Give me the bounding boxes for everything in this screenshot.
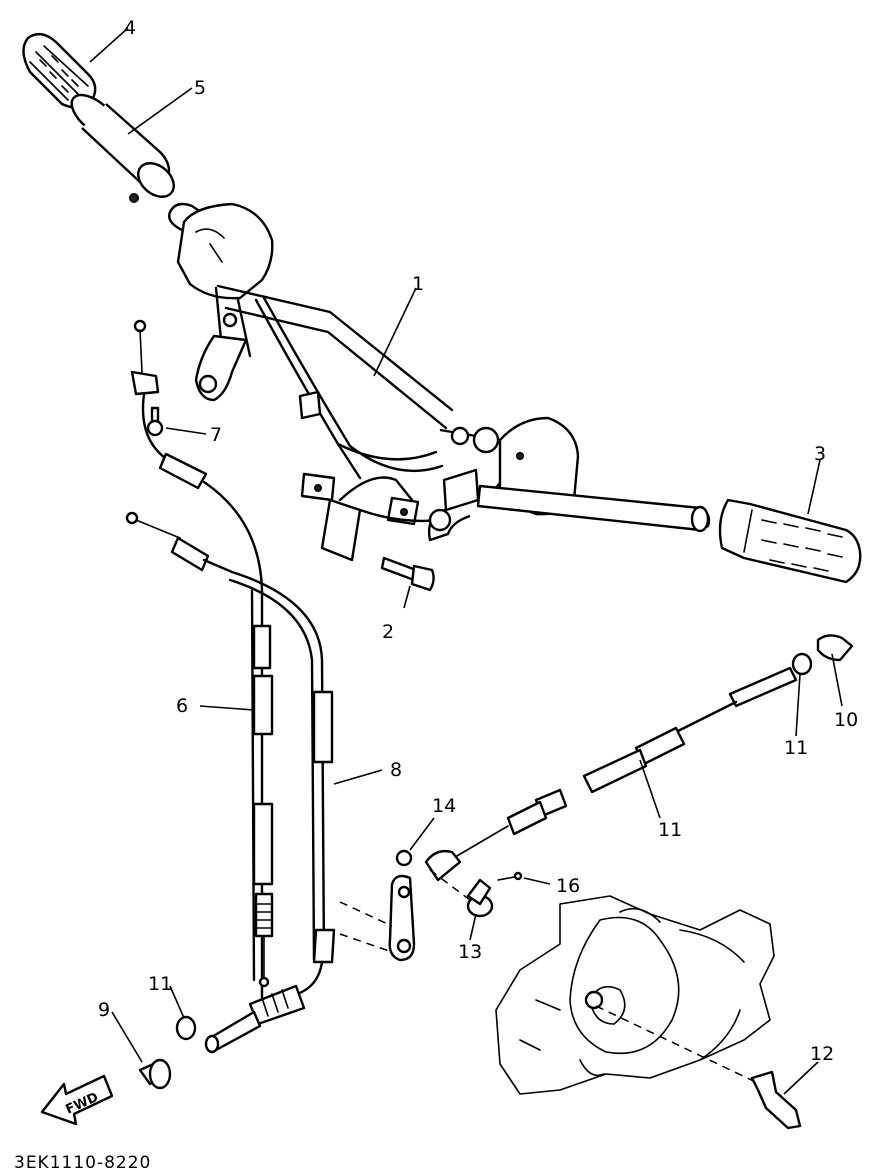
callout-11-left: 11 [148, 973, 172, 995]
callout-2: 2 [382, 621, 394, 643]
adjuster-part-9 [138, 1058, 172, 1090]
adjuster-part-10 [816, 634, 854, 662]
callout-14: 13 [458, 941, 482, 963]
leader-lines [89, 27, 843, 1095]
clutch-cable-part-12 [424, 666, 798, 882]
callout-7: 7 [210, 424, 222, 446]
callout-12: 11 [658, 819, 682, 841]
callout-11-right: 11 [784, 737, 808, 759]
callout-6: 6 [176, 695, 188, 717]
engine-case [495, 895, 775, 1095]
callout-13: 12 [810, 1043, 834, 1065]
left-grip-part-4 [22, 32, 97, 109]
callout-numbers: 4 5 1 7 3 2 6 10 11 8 14 11 16 13 11 9 1… [98, 17, 858, 1065]
fwd-direction-arrow: FWD [40, 1074, 114, 1126]
throttle-grip-part-5 [70, 93, 175, 203]
callout-16: 16 [556, 875, 580, 897]
handlebar-part-1 [168, 202, 711, 562]
callout-5: 5 [194, 77, 206, 99]
callout-9: 9 [98, 999, 110, 1021]
callout-8: 8 [390, 759, 402, 781]
callout-10: 10 [834, 709, 858, 731]
pin-part-14 [466, 878, 494, 918]
cotter-pin-part-16 [497, 871, 523, 881]
bolt-part-2 [380, 556, 435, 592]
callout-15: 14 [432, 795, 456, 817]
clutch-lever-part-13 [750, 1070, 802, 1130]
right-grip-part-3 [718, 498, 862, 584]
brake-cable-part-8 [125, 511, 336, 1054]
callout-4: 4 [124, 17, 136, 39]
diagram-code: 3EK1110-8220 [14, 1153, 151, 1173]
locknut-part-11-right [791, 652, 813, 676]
washer-part-15 [395, 849, 413, 867]
callout-3: 3 [814, 443, 826, 465]
screw-part-7 [146, 406, 164, 437]
callout-1: 1 [412, 273, 424, 295]
clutch-lever-arm [339, 869, 471, 962]
locknut-part-11-left [175, 1015, 197, 1041]
